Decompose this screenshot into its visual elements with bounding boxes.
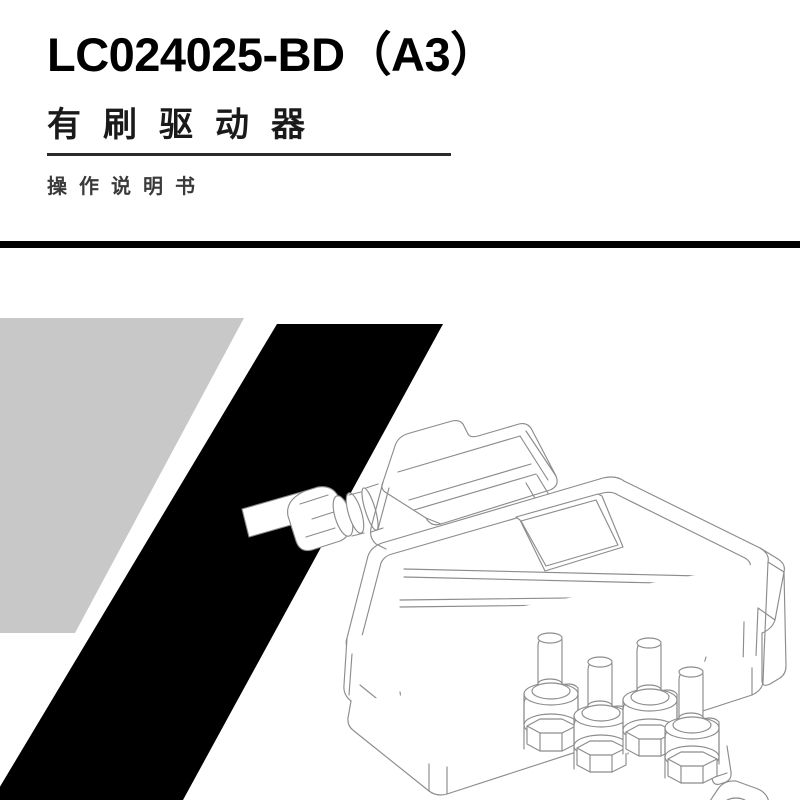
terminal-post-3 <box>622 637 678 757</box>
driver-device-drawing <box>241 419 787 800</box>
cover-illustration: M1 B- <box>0 248 800 800</box>
product-name-underline <box>47 153 451 156</box>
page-title: LC024025-BD（A3） <box>47 28 497 81</box>
terminal-post-1 <box>523 632 579 752</box>
document-kind: 操作说明书 <box>47 176 207 198</box>
illustration-canvas <box>0 318 787 800</box>
product-name-block: 有刷驱动器 <box>47 103 451 156</box>
terminal-post-4 <box>664 666 720 784</box>
device-rear-bracket <box>757 547 787 686</box>
cover-header: LC024025-BD（A3） 有刷驱动器 操作说明书 <box>0 0 800 241</box>
connector-support-arm <box>369 481 390 550</box>
header-divider <box>0 241 800 248</box>
mounting-screw-boss <box>709 780 769 800</box>
product-name: 有刷驱动器 <box>47 107 327 144</box>
grey-accent-shape <box>0 318 244 633</box>
cable-gland <box>287 483 384 552</box>
black-accent-band <box>0 324 443 800</box>
